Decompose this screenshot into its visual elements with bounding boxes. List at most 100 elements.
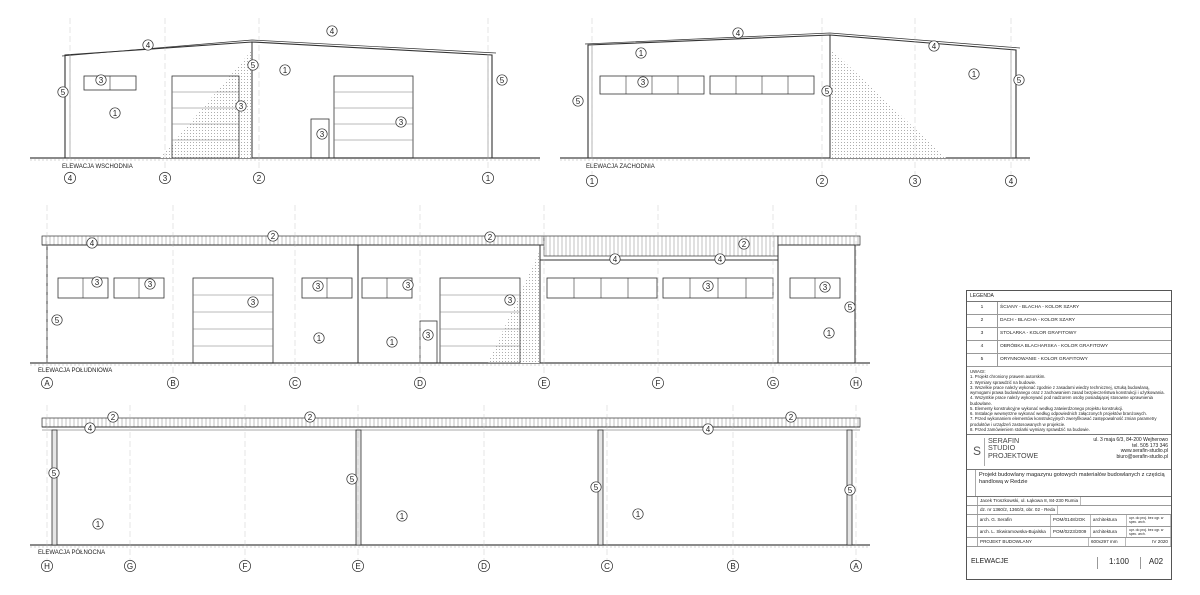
svg-text:4: 4 [146, 41, 151, 50]
material-marker: 3 [819, 281, 831, 293]
material-marker: 3 [247, 296, 259, 308]
svg-text:1: 1 [317, 334, 322, 343]
svg-text:A: A [44, 379, 50, 388]
svg-text:3: 3 [406, 281, 411, 290]
svg-text:D: D [417, 379, 423, 388]
svg-text:4: 4 [706, 425, 711, 434]
grid-axis-bubble: D [414, 377, 426, 389]
svg-text:2: 2 [257, 174, 262, 183]
material-marker: 1 [632, 508, 644, 520]
material-marker: 3 [504, 294, 516, 306]
material-marker: 2 [267, 230, 279, 242]
material-marker: 2 [785, 411, 797, 423]
material-marker: 2 [484, 231, 496, 243]
svg-text:H: H [853, 379, 859, 388]
svg-text:5: 5 [594, 483, 599, 492]
material-marker: 5 [844, 484, 856, 496]
svg-text:A: A [853, 562, 859, 571]
material-marker: 3 [637, 76, 649, 88]
material-marker: 1 [396, 510, 408, 522]
svg-text:F: F [243, 562, 248, 571]
material-marker: 4 [609, 253, 621, 265]
material-marker: 3 [312, 280, 324, 292]
material-marker: 5 [247, 59, 259, 71]
notes: UWAGI: 1. Projekt chroniony prawem autor… [967, 367, 1171, 436]
svg-text:2: 2 [820, 177, 825, 186]
material-marker: 4 [326, 25, 338, 37]
svg-text:5: 5 [500, 76, 505, 85]
plot-row: dz. nr 1360/2, 1360/3, obr. 02 - Reda [967, 506, 1171, 516]
svg-text:1: 1 [390, 338, 395, 347]
material-marker: 1 [823, 327, 835, 339]
grid-axis-bubble: 4 [64, 172, 76, 184]
material-marker: 5 [496, 74, 508, 86]
svg-text:4: 4 [613, 255, 618, 264]
svg-text:5: 5 [61, 88, 66, 97]
grid-axis-bubble: 2 [253, 172, 265, 184]
grid-axis-bubble: A [850, 560, 862, 572]
svg-text:5: 5 [848, 303, 853, 312]
grid-axis-bubble: G [124, 560, 136, 572]
svg-text:5: 5 [55, 316, 60, 325]
material-marker: 1 [313, 332, 325, 344]
material-markers: 4 4 5 1 5 1 3 3 3 3 5 4 4 1 3 5 1 5 5 4 2 2 2 4 4 3 3 3 3 3 3 3 3 5 5 1 1 3 1 2… [48, 25, 1025, 530]
grid-axis-bubble: D [478, 560, 490, 572]
grid-axis-bubble: H [41, 560, 53, 572]
svg-text:5: 5 [825, 87, 830, 96]
svg-text:5: 5 [1017, 76, 1022, 85]
svg-text:D: D [481, 562, 487, 571]
material-marker: 1 [109, 107, 121, 119]
svg-text:C: C [292, 379, 298, 388]
sectional-door [171, 75, 240, 159]
svg-text:3: 3 [823, 283, 828, 292]
svg-text:4: 4 [90, 239, 95, 248]
west-elevation: ELEWACJA ZACHODNIA [560, 18, 1030, 178]
material-marker: 3 [702, 280, 714, 292]
svg-text:4: 4 [330, 27, 335, 36]
phase-row: PROJEKT BUDOWLANY 600x297 mm IV 2020 [967, 538, 1171, 548]
svg-text:4: 4 [718, 255, 723, 264]
material-marker: 3 [144, 278, 156, 290]
material-marker: 1 [968, 68, 980, 80]
grid-axis-bubble: A [41, 377, 53, 389]
project-title: Projekt budowlany magazynu gotowych mate… [967, 470, 1171, 498]
svg-text:3: 3 [320, 130, 325, 139]
svg-text:3: 3 [163, 174, 168, 183]
window [83, 75, 137, 91]
svg-text:3: 3 [95, 278, 100, 287]
material-marker: 3 [395, 116, 407, 128]
material-marker: 3 [316, 128, 328, 140]
grid-axis-bubble: 4 [1005, 175, 1017, 187]
material-marker: 4 [702, 423, 714, 435]
svg-text:2: 2 [742, 240, 747, 249]
svg-text:5: 5 [251, 61, 256, 70]
grid-axis-bubble: 2 [816, 175, 828, 187]
svg-text:3: 3 [426, 331, 431, 340]
material-marker: 5 [51, 314, 63, 326]
material-marker: 1 [92, 518, 104, 530]
material-marker: 1 [386, 336, 398, 348]
author-row: arch. L. Skwiramowska-Bujalska POM/0223/… [967, 526, 1172, 539]
studio-name: SERAFIN STUDIO PROJEKTOWE [988, 436, 1039, 460]
grid-axis-bubble: C [289, 377, 301, 389]
svg-text:3: 3 [239, 102, 244, 111]
svg-text:3: 3 [148, 280, 153, 289]
material-marker: 5 [821, 85, 833, 97]
north-elevation: ELEWACJA PÓŁNOCNA [30, 405, 870, 568]
sheet-title: ELEWACJE [971, 558, 1009, 566]
material-marker: 4 [714, 253, 726, 265]
grid-axis-bubble: 3 [909, 175, 921, 187]
svg-text:G: G [770, 379, 776, 388]
studio-contact: ul. 3 maja 6/3, 84-200 Wejherowo tel. 50… [1093, 437, 1168, 460]
svg-text:4: 4 [88, 424, 93, 433]
elevation-title: ELEWACJA POŁUDNIOWA [38, 368, 112, 374]
material-marker: 3 [95, 74, 107, 86]
svg-text:2: 2 [111, 413, 116, 422]
svg-text:2: 2 [488, 233, 493, 242]
svg-text:B: B [170, 379, 175, 388]
scale: 1:100 [1097, 557, 1140, 570]
